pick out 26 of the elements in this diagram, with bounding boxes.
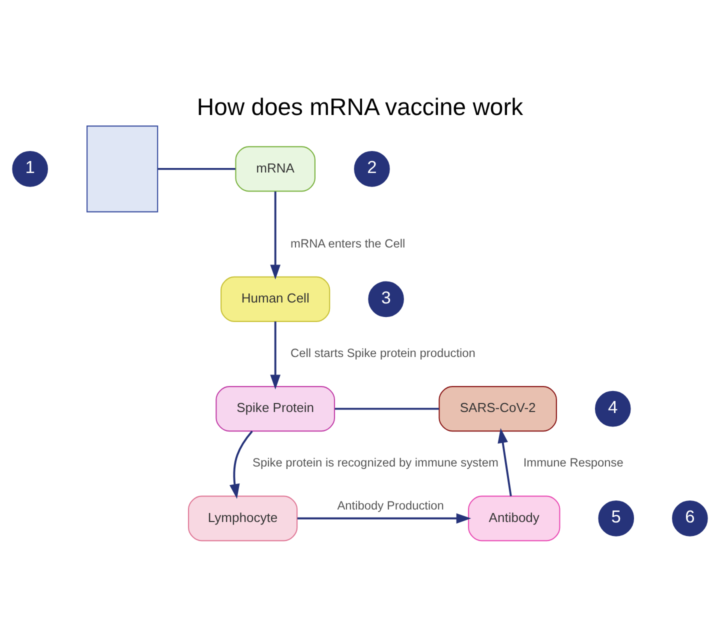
node-box — [86, 126, 158, 212]
node-box: Lymphocyte — [188, 496, 298, 542]
arrow — [270, 191, 281, 280]
diagram-title: How does mRNA vaccine work — [196, 94, 524, 121]
edge-label: mRNA enters the Cell — [290, 236, 406, 250]
arrow — [297, 513, 472, 524]
node-circle: 5 — [598, 500, 634, 536]
node-box: Spike Protein — [216, 386, 336, 432]
node-circle: 3 — [368, 281, 404, 318]
edge-label: Spike protein is recognized by immune system — [252, 456, 498, 470]
node-circle: 1 — [12, 151, 48, 187]
arrow — [498, 428, 512, 496]
node-box: mRNA — [235, 146, 316, 192]
edge-label: Immune Response — [523, 456, 624, 470]
edge-label: Cell starts Spike protein production — [290, 346, 476, 360]
connector — [158, 168, 236, 170]
arrow — [230, 430, 253, 499]
node-box: Human Cell — [220, 276, 330, 322]
node-box: SARS-CoV-2 — [438, 386, 557, 432]
connector — [334, 408, 439, 410]
node-box: Antibody — [468, 496, 560, 542]
node-circle: 6 — [672, 500, 708, 536]
node-circle: 2 — [354, 151, 390, 187]
arrow — [270, 322, 281, 390]
node-circle: 4 — [594, 390, 631, 427]
edge-label: Antibody Production — [337, 498, 444, 513]
